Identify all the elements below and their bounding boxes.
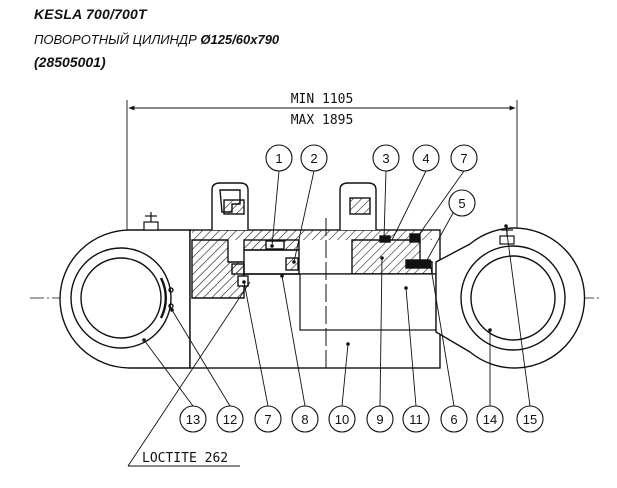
balloon-11: 11 — [402, 405, 430, 433]
circlip-hole — [168, 303, 174, 309]
port-left-icon — [211, 182, 249, 230]
balloon-label: 5 — [458, 196, 465, 211]
balloon-2: 2 — [300, 144, 328, 172]
drawing-subtitle: ПОВОРОТНЫЙ ЦИЛИНДР Ø125/60x790 — [34, 32, 279, 47]
right-eye — [435, 227, 586, 369]
subtitle-dimension: Ø125/60x790 — [200, 32, 280, 47]
subtitle-text: ПОВОРОТНЫЙ ЦИЛИНДР — [34, 32, 201, 47]
balloon-6: 6 — [440, 405, 468, 433]
drawing-title: KESLA 700/700T — [34, 6, 147, 22]
balloon-1: 1 — [265, 144, 293, 172]
balloon-5: 5 — [448, 189, 476, 217]
circlip — [159, 277, 168, 319]
left-eye — [59, 229, 191, 369]
dimension-group — [126, 100, 518, 230]
balloon-label: 12 — [223, 412, 237, 427]
leader-lines — [127, 170, 531, 467]
balloon-9: 9 — [366, 405, 394, 433]
balloon-8: 8 — [291, 405, 319, 433]
balloon-label: 7 — [264, 412, 271, 427]
balloon-label: 13 — [186, 412, 200, 427]
balloon-3: 3 — [372, 144, 400, 172]
balloon-label: 11 — [409, 412, 423, 427]
balloon-label: 14 — [483, 412, 497, 427]
balloon-label: 9 — [376, 412, 383, 427]
leader-dots — [142, 224, 508, 346]
balloon-10: 10 — [328, 405, 356, 433]
balloon-label: 8 — [301, 412, 308, 427]
balloon-14: 14 — [476, 405, 504, 433]
right-bushing-inner — [470, 255, 556, 341]
balloon-4: 4 — [412, 144, 440, 172]
dimension-min: MIN 1105 — [291, 92, 354, 107]
balloon-label: 15 — [523, 412, 537, 427]
balloon-label: 10 — [335, 412, 349, 427]
balloon-13: 13 — [179, 405, 207, 433]
balloon-7-top: 7 — [450, 144, 478, 172]
circlip-hole — [168, 287, 174, 293]
balloon-label: 1 — [275, 151, 282, 166]
part-code: (28505001) — [34, 54, 106, 70]
dimension-max: MAX 1895 — [291, 113, 354, 128]
left-bushing-inner — [80, 257, 162, 339]
balloon-15: 15 — [516, 405, 544, 433]
balloon-label: 4 — [422, 151, 429, 166]
balloon-label: 6 — [450, 412, 457, 427]
right-bushing-outer — [460, 245, 566, 351]
port-right-icon — [339, 182, 377, 230]
loctite-note: LOCTITE 262 — [142, 451, 228, 466]
balloon-12: 12 — [216, 405, 244, 433]
balloon-label: 3 — [382, 151, 389, 166]
balloon-label: 2 — [310, 151, 317, 166]
grease-nipple-left-icon — [143, 212, 159, 231]
cylinder-tube — [189, 218, 441, 372]
balloon-label: 7 — [460, 151, 467, 166]
left-bushing-outer — [70, 247, 172, 349]
balloon-7-bottom: 7 — [254, 405, 282, 433]
